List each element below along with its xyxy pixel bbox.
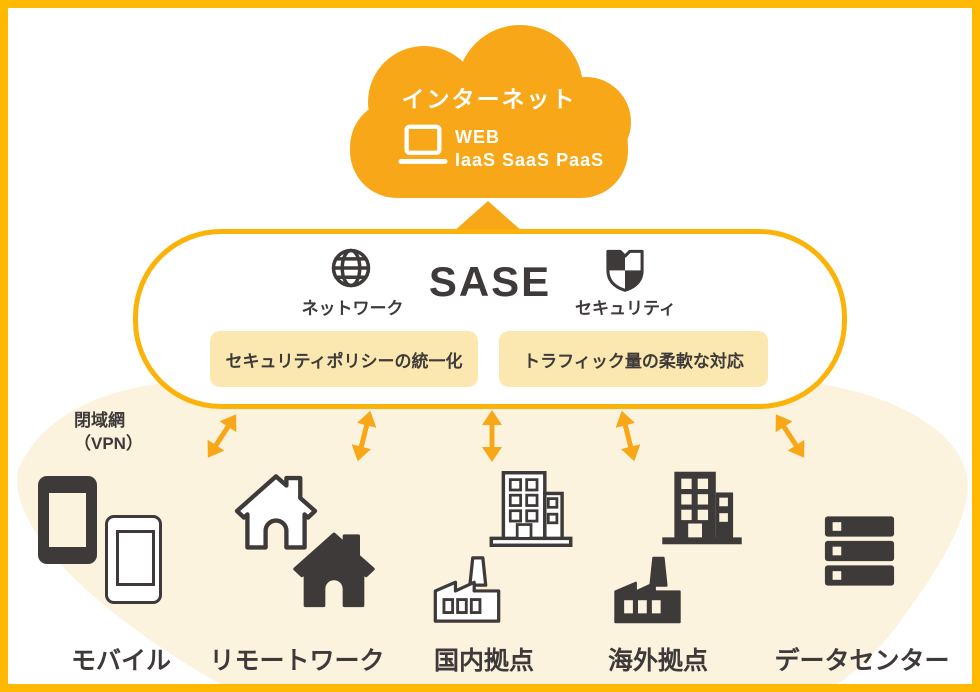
smartphone-screen — [49, 493, 86, 547]
double-headed-arrow-icon — [766, 408, 814, 465]
endpoint-label-overseas-sites: 海外拠点 — [607, 647, 708, 675]
benefit-pill-traffic: トラフィック量の柔軟な対応 — [499, 331, 768, 387]
endpoint-label-domestic-sites: 国内拠点 — [433, 647, 534, 675]
shield-security-icon — [606, 249, 644, 292]
smartphone-dark-icon — [38, 476, 97, 564]
vpn-label-line2: （VPN） — [74, 434, 143, 453]
laptop-icon — [398, 124, 448, 164]
vpn-label: 閉域網 （VPN） — [74, 409, 143, 455]
double-headed-arrow-icon — [346, 408, 382, 464]
office-building-dark-icon — [662, 471, 742, 545]
double-headed-arrow-icon — [610, 408, 646, 464]
globe-network-icon — [331, 248, 371, 288]
vpn-label-line1: 閉域網 — [74, 411, 125, 430]
triangle-connector — [453, 201, 523, 232]
smartphone-outline-icon — [105, 515, 162, 604]
endpoint-label-remote-work: リモートワーク — [209, 647, 385, 675]
server-stack-icon — [824, 516, 895, 586]
security-label: セキュリティ — [575, 299, 676, 318]
endpoint-label-data-center: データセンター — [774, 647, 950, 675]
sase-title: SASE — [428, 258, 552, 305]
double-headed-arrow-icon — [480, 410, 504, 462]
network-label: ネットワーク — [301, 299, 404, 318]
benefit-pill-security-policy: セキュリティポリシーの統一化 — [210, 331, 478, 387]
factory-outline-icon — [433, 556, 501, 623]
factory-dark-icon — [614, 556, 681, 624]
endpoint-label-mobile: モバイル — [70, 647, 171, 675]
cloud-web-label: WEB — [455, 127, 500, 147]
internet-cloud — [350, 25, 631, 198]
internet-title: インターネット — [401, 86, 577, 112]
office-building-outline-icon — [489, 471, 573, 547]
house-outline-icon — [234, 474, 318, 550]
double-headed-arrow-icon — [198, 408, 246, 465]
cloud-services-label: IaaS SaaS PaaS — [455, 150, 605, 170]
smartphone-screen — [116, 530, 155, 586]
house-dark-icon — [293, 532, 375, 608]
